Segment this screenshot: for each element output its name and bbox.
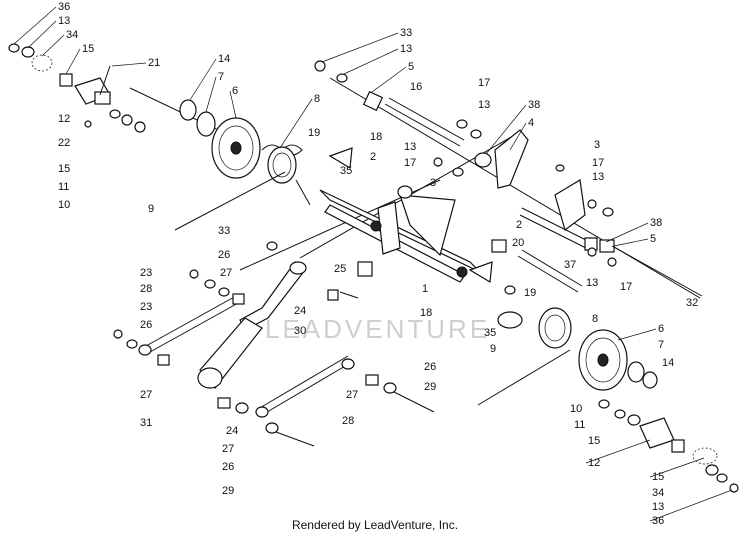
callout: 11 xyxy=(58,181,69,193)
callout: 5 xyxy=(408,61,414,73)
left-torsion-spring xyxy=(174,144,311,231)
callout: 35 xyxy=(340,165,352,177)
callout: 9 xyxy=(490,343,496,355)
upper-left-hub-assembly xyxy=(8,43,146,133)
leader-lines xyxy=(13,6,733,522)
callout: 11 xyxy=(574,419,585,431)
callout: 26 xyxy=(424,361,436,373)
callout: 15 xyxy=(58,163,70,175)
callout: 23 xyxy=(140,301,152,313)
callout: 37 xyxy=(564,259,576,271)
callout: 27 xyxy=(220,267,232,279)
right-torsion-spring xyxy=(477,307,572,406)
callout: 15 xyxy=(588,435,600,447)
callout: 23 xyxy=(140,267,152,279)
callout: 5 xyxy=(650,233,656,245)
callout: 33 xyxy=(400,27,412,39)
callout: 36 xyxy=(652,515,664,527)
shock-absorber xyxy=(197,261,307,389)
callout: 28 xyxy=(140,283,152,295)
callout: 24 xyxy=(226,425,238,437)
callout: 3 xyxy=(594,139,600,151)
callout: 2 xyxy=(516,219,522,231)
center-cross-shaft xyxy=(319,147,493,284)
callout: 17 xyxy=(478,77,490,89)
callout: 27 xyxy=(346,389,358,401)
callout: 14 xyxy=(218,53,230,65)
callout: 17 xyxy=(620,281,632,293)
callout: 13 xyxy=(404,141,416,153)
lower-right-hub-assembly xyxy=(598,399,739,493)
callout: 33 xyxy=(218,225,230,237)
callout: 4 xyxy=(528,117,534,129)
shaft-20 xyxy=(491,239,583,293)
callout: 2 xyxy=(370,151,376,163)
callout: 7 xyxy=(658,339,664,351)
callout: 17 xyxy=(592,157,604,169)
left-idler-wheel xyxy=(179,99,261,179)
small-hardware xyxy=(113,60,617,447)
callout: 35 xyxy=(484,327,496,339)
callout: 26 xyxy=(222,461,234,473)
callout: 28 xyxy=(342,415,354,427)
callout: 24 xyxy=(294,305,306,317)
callout-labels: 36 13 34 15 21 12 22 15 11 10 14 7 6 8 9… xyxy=(58,1,698,527)
callout: 16 xyxy=(410,81,422,93)
callout: 32 xyxy=(686,297,698,309)
callout: 8 xyxy=(314,93,320,105)
right-idler-wheel xyxy=(578,329,658,391)
callout: 31 xyxy=(140,417,152,429)
callout: 19 xyxy=(524,287,536,299)
lower-arms xyxy=(138,295,355,418)
callout: 36 xyxy=(58,1,70,13)
callout: 26 xyxy=(140,319,152,331)
callout: 21 xyxy=(148,57,160,69)
callout: 10 xyxy=(570,403,582,415)
callout: 34 xyxy=(652,487,664,499)
callout: 6 xyxy=(658,323,664,335)
callout: 7 xyxy=(218,71,224,83)
watermark-text: LEADVENTURE xyxy=(265,314,490,344)
callout: 13 xyxy=(652,501,664,513)
callout: 38 xyxy=(528,99,540,111)
callout: 25 xyxy=(334,263,346,275)
callout: 9 xyxy=(148,203,154,215)
callout: 29 xyxy=(424,381,436,393)
callout: 12 xyxy=(588,457,600,469)
callout: 13 xyxy=(58,15,70,27)
callout: 12 xyxy=(58,113,70,125)
callout: 13 xyxy=(586,277,598,289)
callout: 26 xyxy=(218,249,230,261)
callout: 18 xyxy=(370,131,382,143)
callout: 18 xyxy=(420,307,432,319)
callout: 13 xyxy=(478,99,490,111)
callout: 17 xyxy=(404,157,416,169)
callout: 30 xyxy=(294,325,306,337)
callout: 1 xyxy=(422,283,428,295)
callout: 15 xyxy=(82,43,94,55)
callout: 8 xyxy=(592,313,598,325)
callout: 19 xyxy=(308,127,320,139)
callout: 13 xyxy=(400,43,412,55)
callout: 29 xyxy=(222,485,234,497)
callout: 6 xyxy=(232,85,238,97)
callout: 3 xyxy=(430,177,436,189)
callout: 10 xyxy=(58,199,70,211)
callout: 27 xyxy=(140,389,152,401)
callout: 38 xyxy=(650,217,662,229)
callout: 14 xyxy=(662,357,674,369)
upper-rail-bracket xyxy=(362,90,703,297)
callout: 22 xyxy=(58,137,70,149)
callout: 13 xyxy=(592,171,604,183)
callout: 27 xyxy=(222,443,234,455)
callout: 20 xyxy=(512,237,524,249)
callout: 34 xyxy=(66,29,78,41)
callout: 15 xyxy=(652,471,664,483)
rendered-by-footer: Rendered by LeadVenture, Inc. xyxy=(291,518,459,532)
